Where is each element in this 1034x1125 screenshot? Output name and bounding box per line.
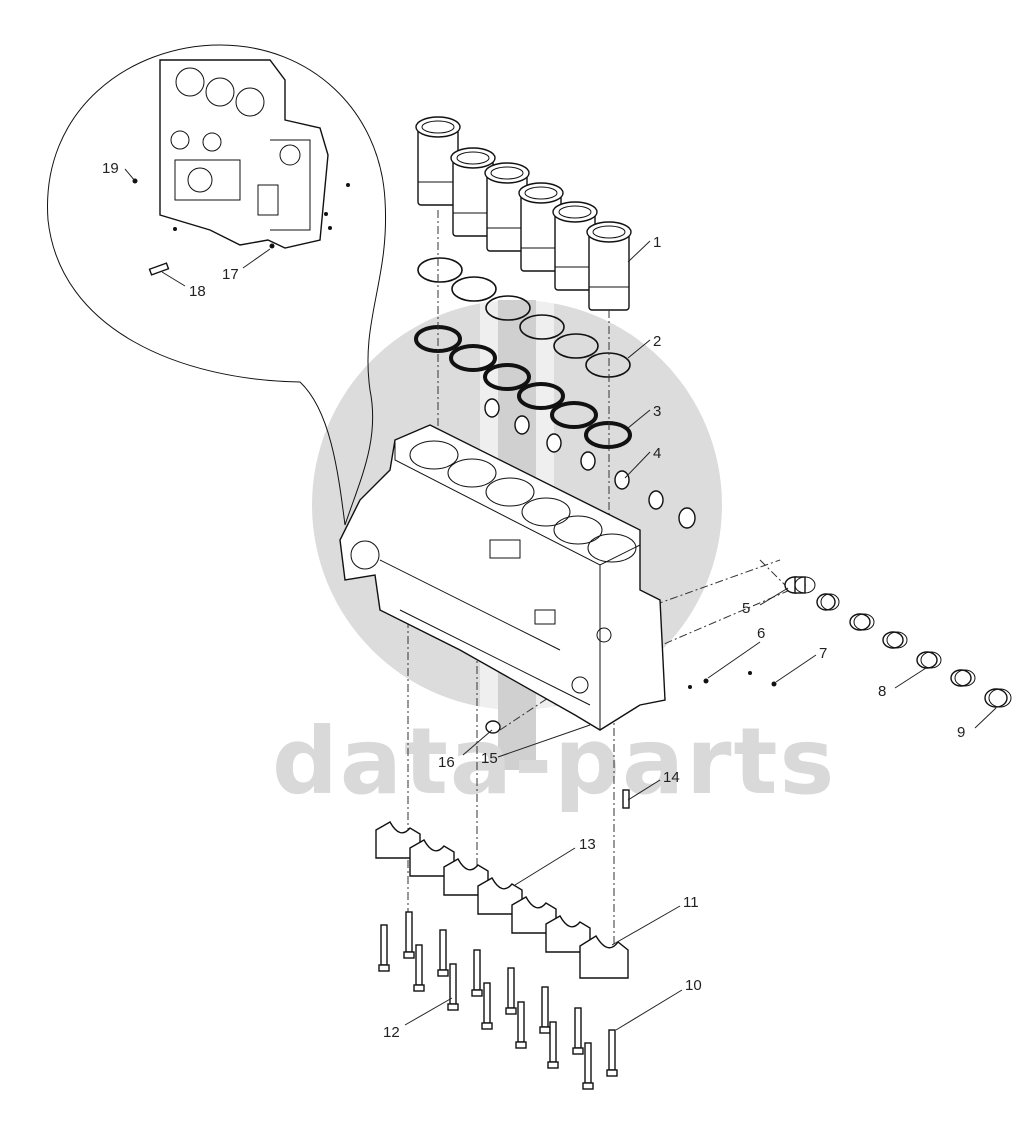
callout-14: 14 <box>663 769 680 786</box>
main-bearing-caps <box>375 821 629 979</box>
watermark-text: data-parts <box>272 708 836 815</box>
detail-inset <box>47 44 387 526</box>
engine-block <box>339 424 666 731</box>
callout-18: 18 <box>189 283 206 300</box>
core-plugs <box>484 398 696 529</box>
callout-1: 1 <box>653 234 661 251</box>
callout-5: 5 <box>742 600 750 617</box>
callout-13: 13 <box>579 836 596 853</box>
inset-block-drawing <box>159 59 329 249</box>
callout-12: 12 <box>383 1024 400 1041</box>
callout-4: 4 <box>653 445 661 462</box>
cam-bushings <box>784 576 1012 708</box>
callout-7: 7 <box>819 645 827 662</box>
callout-labels: 1 2 3 4 5 6 7 8 9 10 11 12 13 14 15 16 1… <box>102 160 965 1041</box>
leader-lines <box>124 168 997 1031</box>
detail-inset-bubble <box>47 44 387 526</box>
callout-16: 16 <box>438 754 455 771</box>
stud-part <box>622 789 630 809</box>
callout-17: 17 <box>222 266 239 283</box>
plug-part <box>485 720 501 734</box>
pin-part <box>148 262 170 276</box>
callout-10: 10 <box>685 977 702 994</box>
main-bearing-bolts <box>378 911 618 1090</box>
callout-6: 6 <box>757 625 765 642</box>
callout-9: 9 <box>957 724 965 741</box>
o-rings-thin <box>417 257 631 378</box>
callout-2: 2 <box>653 333 661 350</box>
callout-15: 15 <box>481 750 498 767</box>
callout-11: 11 <box>683 894 699 911</box>
callout-3: 3 <box>653 403 661 420</box>
callout-19: 19 <box>102 160 119 177</box>
callout-8: 8 <box>878 683 886 700</box>
